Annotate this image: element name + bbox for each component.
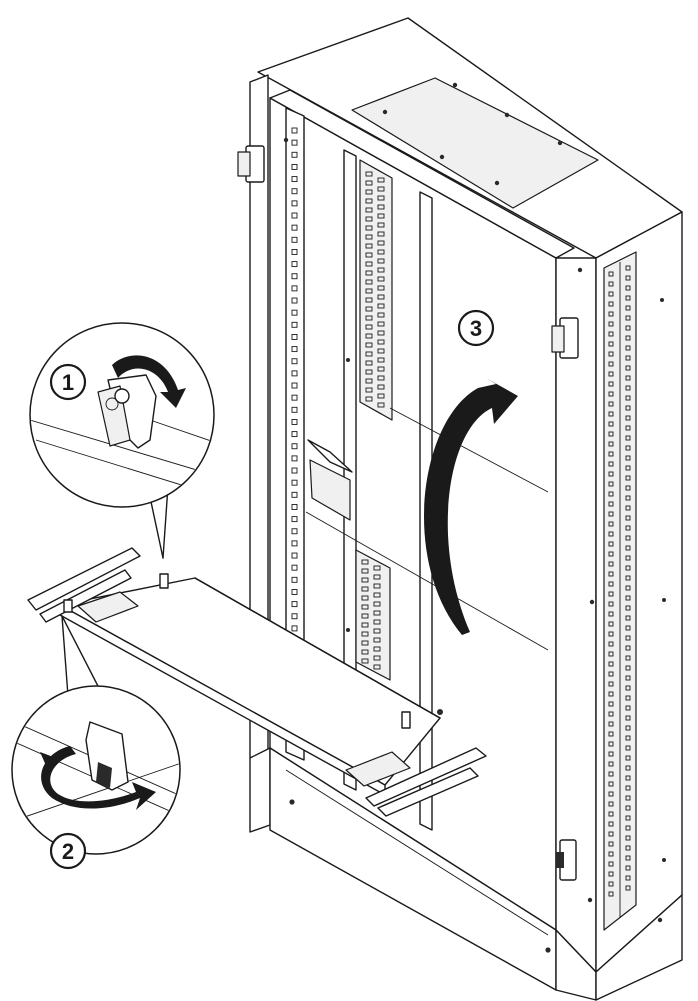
callout-step-1 (29, 322, 215, 559)
back-bracket-plate (309, 459, 351, 521)
back-bracket (307, 439, 353, 473)
side-panel-holes (608, 265, 631, 897)
left-mounting-rail (285, 107, 305, 761)
latch-clip (85, 721, 129, 791)
base-tray[interactable] (27, 547, 487, 817)
tray-flange-left (27, 547, 141, 611)
rotate-ccw-arrow-icon (112, 355, 186, 408)
step-badge-2: 2 (49, 832, 87, 870)
hinge-icon[interactable] (237, 145, 265, 183)
top-cover-screws (382, 82, 563, 186)
step-label: 1 (62, 370, 74, 395)
cabinet (237, 17, 683, 1001)
step-label: 2 (62, 839, 74, 864)
hinge-icon[interactable] (551, 317, 579, 359)
upper-cable-strip (359, 159, 393, 421)
top-cover-plate (351, 77, 599, 209)
step-badge-3: 3 (457, 309, 495, 347)
swing-up-arrow-icon (424, 378, 518, 635)
callout-step-2 (11, 615, 181, 855)
lower-cable-strip (355, 549, 391, 681)
step-badge-1: 1 (49, 363, 87, 401)
tray-flange-right (365, 747, 487, 807)
hinge-icon[interactable] (556, 839, 577, 881)
step-label: 3 (470, 316, 482, 341)
left-plinth (249, 747, 271, 833)
top-inner-rail (269, 89, 575, 259)
